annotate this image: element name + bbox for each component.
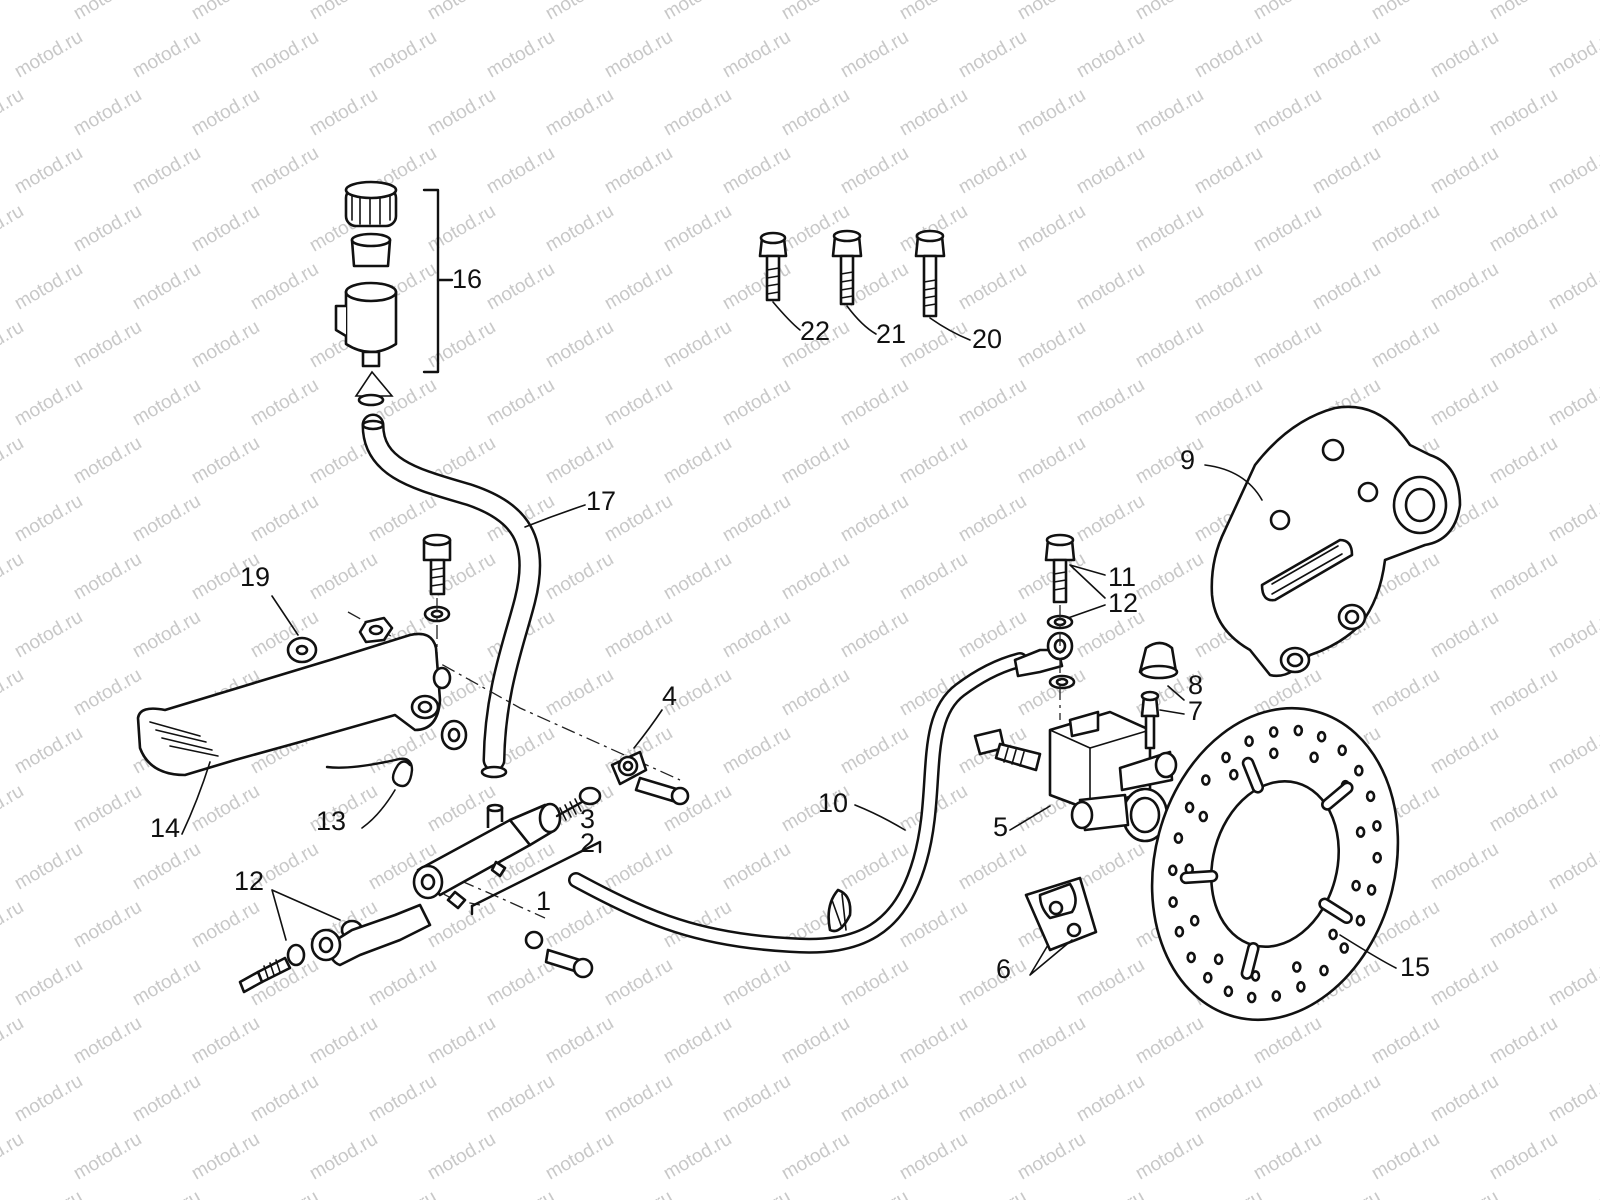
disc-hole [1203, 971, 1213, 984]
callout-7: 7 [1188, 696, 1203, 726]
disc-hole [1354, 764, 1364, 777]
disc-slot [1318, 897, 1353, 925]
callout-10: 10 [818, 788, 848, 818]
disc-hole [1173, 832, 1184, 844]
disc-hole [1223, 985, 1234, 998]
disc-hole [1319, 964, 1329, 977]
disc-hole [1268, 726, 1279, 738]
disc-hole [1372, 851, 1382, 864]
disc-hole [1355, 914, 1366, 927]
cylinder-mount-bolt [524, 930, 594, 979]
disc-hole [1168, 864, 1178, 877]
callout-20: 20 [972, 324, 1002, 354]
bleeder-valve [1140, 690, 1160, 750]
disc-hole [1198, 810, 1209, 823]
callout-2: 2 [580, 828, 595, 858]
brake-line [568, 652, 1028, 954]
bolt-21 [831, 229, 863, 306]
reservoir-hose [361, 413, 542, 779]
caliper-bracket [1210, 405, 1462, 678]
callout-19: 19 [240, 562, 270, 592]
bolt-22 [758, 231, 788, 302]
disc-hole [1244, 735, 1254, 748]
master-cylinder [412, 802, 562, 910]
disc-hole [1246, 991, 1257, 1004]
disc-hole [1316, 730, 1327, 743]
disc-hole [1184, 801, 1195, 814]
disc-hole [1296, 980, 1306, 993]
disc-hole [1229, 768, 1239, 781]
callout-13: 13 [316, 806, 346, 836]
disc-hole [1168, 896, 1178, 908]
callout-4: 4 [662, 681, 677, 711]
push-rod [555, 798, 584, 821]
disc-hole [1221, 751, 1231, 764]
callout-17: 17 [586, 486, 616, 516]
pedal-pivot-bolt [422, 533, 452, 680]
callout-9: 9 [1180, 445, 1195, 475]
pedal-nut [358, 616, 394, 644]
disc-hole [1372, 820, 1382, 832]
callout-6: 6 [996, 954, 1011, 984]
disc-hole [1186, 951, 1196, 964]
brake-fluid-reservoir [334, 180, 398, 407]
disc-slot [1321, 781, 1354, 811]
disc-hole [1269, 747, 1279, 760]
banjo-bolt-11 [1013, 533, 1076, 720]
disc-slot [1241, 756, 1265, 794]
disc-hole [1292, 961, 1302, 973]
callout-12-right: 12 [1108, 588, 1138, 618]
callout-21: 21 [876, 319, 906, 349]
brake-pads [1024, 876, 1098, 952]
callout-22: 22 [800, 316, 830, 346]
callout-15: 15 [1400, 952, 1430, 982]
brake-disc [1150, 706, 1400, 1022]
disc-hole [1293, 724, 1304, 737]
disc-hole [1365, 790, 1376, 803]
callout-3: 3 [580, 804, 595, 834]
disc-hole [1337, 744, 1347, 757]
caliper-mount-bolt [973, 728, 1042, 772]
clevis-fork [578, 750, 690, 806]
disc-hole [1355, 826, 1366, 838]
disc-hole [1174, 925, 1185, 938]
disc-hole [1271, 990, 1282, 1002]
banjo-fitting-left [238, 903, 432, 994]
disc-hole [1213, 953, 1224, 966]
bolt-20 [914, 229, 946, 318]
disc-hole [1328, 928, 1338, 941]
disc-hole [1309, 751, 1319, 764]
disc-slot [1240, 941, 1260, 980]
callout-5: 5 [993, 812, 1008, 842]
callout-14: 14 [150, 813, 180, 843]
callout-12-left: 12 [234, 866, 264, 896]
disc-hole [1351, 879, 1361, 892]
callout-16: 16 [452, 264, 482, 294]
disc-hole [1189, 914, 1200, 927]
disc-hole [1339, 942, 1349, 954]
callout-labels: 1 2 3 4 5 6 7 8 9 10 11 12 12 13 14 15 1… [150, 264, 1430, 984]
disc-hole [1201, 774, 1211, 786]
return-spring [325, 757, 414, 788]
callout-1: 1 [536, 886, 551, 916]
brake-pedal [136, 632, 452, 777]
pedal-bushing [440, 719, 468, 751]
callout-11: 11 [1108, 562, 1136, 592]
callout-8: 8 [1188, 670, 1203, 700]
disc-slot [1179, 869, 1219, 885]
disc-hole [1366, 884, 1377, 896]
bleeder-cap [1138, 641, 1179, 680]
washer-19 [286, 636, 318, 664]
